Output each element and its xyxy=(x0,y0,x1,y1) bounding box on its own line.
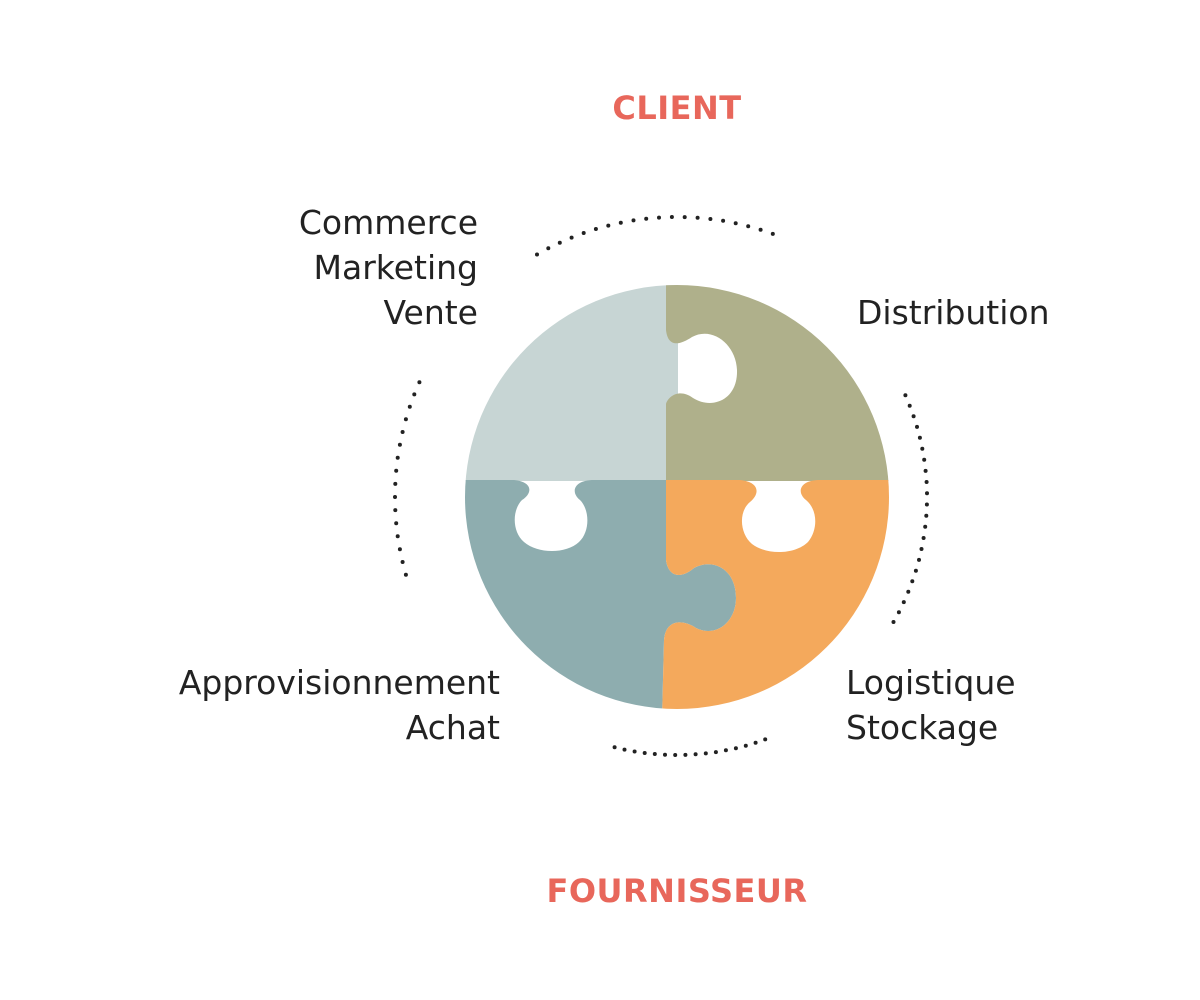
dotted-arc-bottom-dot xyxy=(723,748,728,753)
dotted-arc-bottom-dot xyxy=(733,746,738,751)
dotted-arc-bottom-dot xyxy=(632,749,637,754)
dotted-arc-right-dot xyxy=(920,446,925,451)
dotted-arc-top-dot xyxy=(569,235,574,240)
dotted-arc-left-dot xyxy=(400,560,405,564)
dotted-arc-left-dot xyxy=(393,495,397,499)
dotted-arc-top-dot xyxy=(546,246,551,251)
dotted-arc-top-dot xyxy=(708,217,713,221)
dotted-arc-right-dot xyxy=(915,424,919,429)
dotted-arc-top-dot xyxy=(644,216,649,221)
supplier-label: FOURNISSEUR xyxy=(546,872,808,910)
dotted-arc-bottom-dot xyxy=(763,737,768,742)
dotted-arc-bottom-dot xyxy=(713,750,718,755)
dotted-arc-bottom-dot xyxy=(753,740,758,745)
dotted-arc-right-dot xyxy=(891,620,896,624)
block-line-approvisionnement: Approvisionnement xyxy=(178,663,500,702)
dotted-arc-left-dot xyxy=(417,380,422,385)
dotted-arc-bottom-dot xyxy=(703,751,708,756)
dotted-arc-top-dot xyxy=(733,221,738,226)
dotted-arc-right-dot xyxy=(896,610,901,615)
dotted-arc-bottom-dot xyxy=(683,752,688,757)
dotted-arc-bottom-dot xyxy=(693,752,698,757)
dotted-arc-top-dot xyxy=(557,240,562,245)
dotted-arc-bottom-dot xyxy=(663,752,667,757)
dotted-arc-top-dot xyxy=(682,215,687,220)
dotted-arc-right-dot xyxy=(919,547,924,551)
dotted-arc-top-dot xyxy=(593,227,598,231)
block-line-logistique: Logistique xyxy=(846,663,1016,702)
dotted-arc-right-dot xyxy=(917,557,921,562)
dotted-arc-right-dot xyxy=(921,536,926,540)
dotted-arc-bottom-dot xyxy=(673,753,678,757)
logistics-block: Logistique Stockage xyxy=(846,660,1016,750)
dotted-arc-left-dot xyxy=(412,392,417,397)
block-line-marketing: Marketing xyxy=(313,248,478,287)
dotted-arcs xyxy=(393,215,929,757)
commerce-marketing-sales-block: Commerce Marketing Vente xyxy=(299,200,478,335)
block-line-distribution: Distribution xyxy=(857,293,1050,332)
dotted-arc-right-dot xyxy=(907,403,912,408)
dotted-arc-right-dot xyxy=(924,480,929,484)
dotted-arc-top-dot xyxy=(758,227,763,232)
dotted-arc-left-dot xyxy=(394,521,399,526)
client-label: CLIENT xyxy=(612,89,742,127)
dotted-arc-right-dot xyxy=(925,491,929,496)
dotted-arc-top-dot xyxy=(581,231,586,235)
procurement-block: Approvisionnement Achat xyxy=(179,660,500,750)
dotted-arc-right-dot xyxy=(901,600,906,605)
block-line-achat: Achat xyxy=(405,708,500,747)
dotted-arc-left-dot xyxy=(397,547,402,552)
dotted-arc-left-dot xyxy=(393,508,398,513)
dotted-arc-right-dot xyxy=(923,524,928,529)
dotted-arc-left-dot xyxy=(395,534,400,539)
dotted-arc-top-dot xyxy=(631,218,636,223)
dotted-arc-bottom-dot xyxy=(642,751,647,755)
dotted-arc-bottom-dot xyxy=(652,752,657,756)
block-line-commerce: Commerce xyxy=(298,203,478,242)
dotted-arc-left-dot xyxy=(403,417,408,422)
dotted-arc-top-dot xyxy=(721,218,726,223)
dotted-arc-bottom-dot xyxy=(622,747,627,752)
dotted-arc-top-dot xyxy=(535,252,539,257)
block-line-vente: Vente xyxy=(383,293,478,332)
dotted-arc-right-dot xyxy=(924,513,929,518)
dotted-arc-left-dot xyxy=(407,404,412,409)
dotted-arc-right-dot xyxy=(924,502,929,507)
distribution-block: Distribution xyxy=(857,290,1050,335)
block-line-stockage: Stockage xyxy=(846,708,999,747)
dotted-arc-top-dot xyxy=(618,220,623,225)
dotted-arc-top-dot xyxy=(669,215,674,219)
dotted-arc-left-dot xyxy=(403,572,408,577)
dotted-arc-top-dot xyxy=(695,215,700,220)
dotted-arc-left-dot xyxy=(393,481,398,486)
dotted-arc-left-dot xyxy=(397,442,402,447)
dotted-arc-right-dot xyxy=(922,457,927,462)
dotted-arc-top-dot xyxy=(606,223,611,228)
dotted-arc-top-dot xyxy=(657,215,661,220)
dotted-arc-right-dot xyxy=(910,579,915,584)
dotted-arc-right-dot xyxy=(913,568,918,573)
dotted-arc-left-dot xyxy=(395,455,400,460)
dotted-arc-right-dot xyxy=(911,414,916,419)
dotted-arc-right-dot xyxy=(906,589,911,594)
dotted-arc-left-dot xyxy=(400,430,405,434)
dotted-arc-right-dot xyxy=(903,393,908,398)
dotted-arc-bottom-dot xyxy=(612,745,617,750)
dotted-arc-bottom-dot xyxy=(743,743,748,748)
dotted-arc-right-dot xyxy=(923,468,928,473)
puzzle-circle xyxy=(465,285,889,709)
dotted-arc-right-dot xyxy=(917,435,922,440)
dotted-arc-top-dot xyxy=(770,231,775,236)
dotted-arc-top-dot xyxy=(746,224,751,229)
dotted-arc-left-dot xyxy=(394,468,399,473)
